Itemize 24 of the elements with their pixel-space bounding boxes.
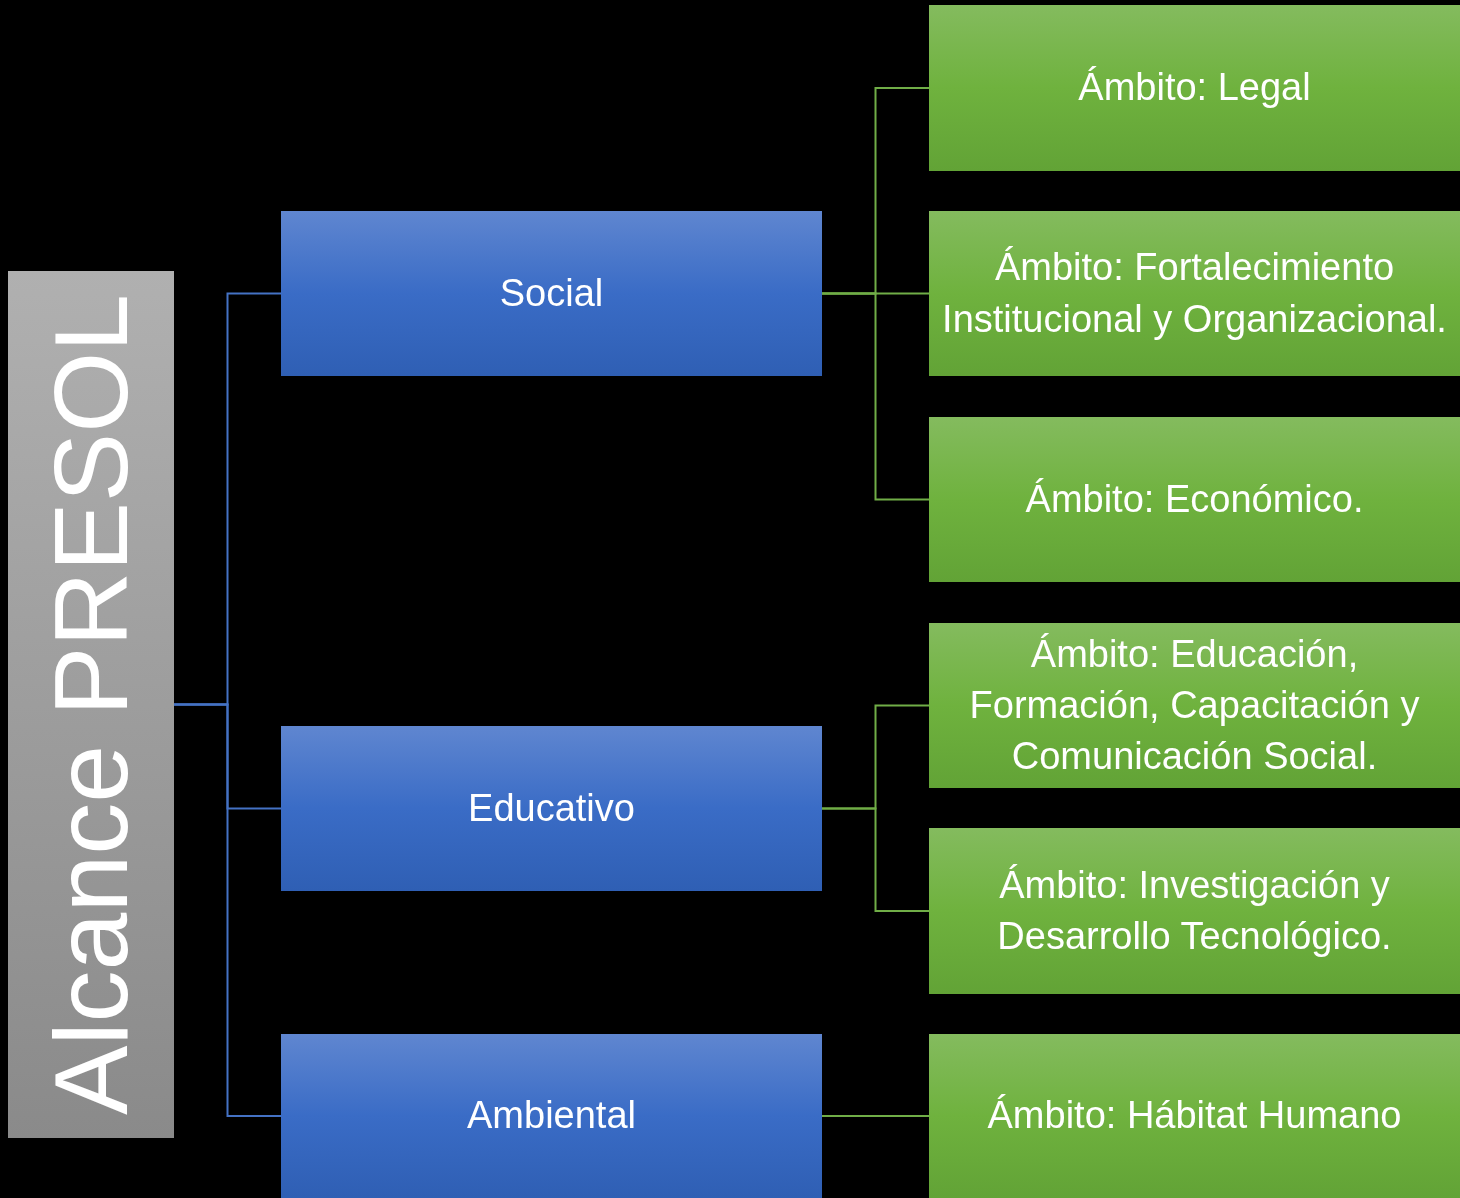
category-box: [281, 1034, 822, 1198]
title-box: [8, 271, 174, 1138]
box-label: Ámbito: Fortalecimiento Institucional y Organizacional.: [941, 245, 1448, 342]
scope-box: [929, 5, 1460, 171]
category-box: [281, 726, 822, 891]
scope-box: [929, 828, 1460, 994]
connector-line: [173, 703, 282, 1117]
connector-line: [821, 807, 930, 912]
scope-box: [929, 623, 1460, 788]
category-box: [281, 211, 822, 376]
box-label: Social: [499, 270, 604, 316]
box-label: Ámbito: Económico.: [1025, 476, 1364, 522]
scope-box: [929, 211, 1460, 376]
box-label: Ambiental: [467, 1093, 636, 1139]
title-text: Alcance PRESOL: [31, 294, 150, 1115]
box-label: Educativo: [468, 785, 635, 831]
connector-line: [821, 292, 930, 501]
box-label: Ámbito: Legal: [1078, 65, 1311, 111]
scope-box: [929, 417, 1460, 582]
box-label: Ámbito: Educación, Formación, Capacitación y Comunicación Social.: [968, 631, 1421, 780]
box-label: Ámbito: Investigación y Desarrollo Tecnológico.: [996, 862, 1393, 959]
connector-line: [821, 1115, 930, 1117]
box-label: Ámbito: Hábitat Humano: [987, 1093, 1402, 1139]
scope-box: [929, 1034, 1460, 1198]
